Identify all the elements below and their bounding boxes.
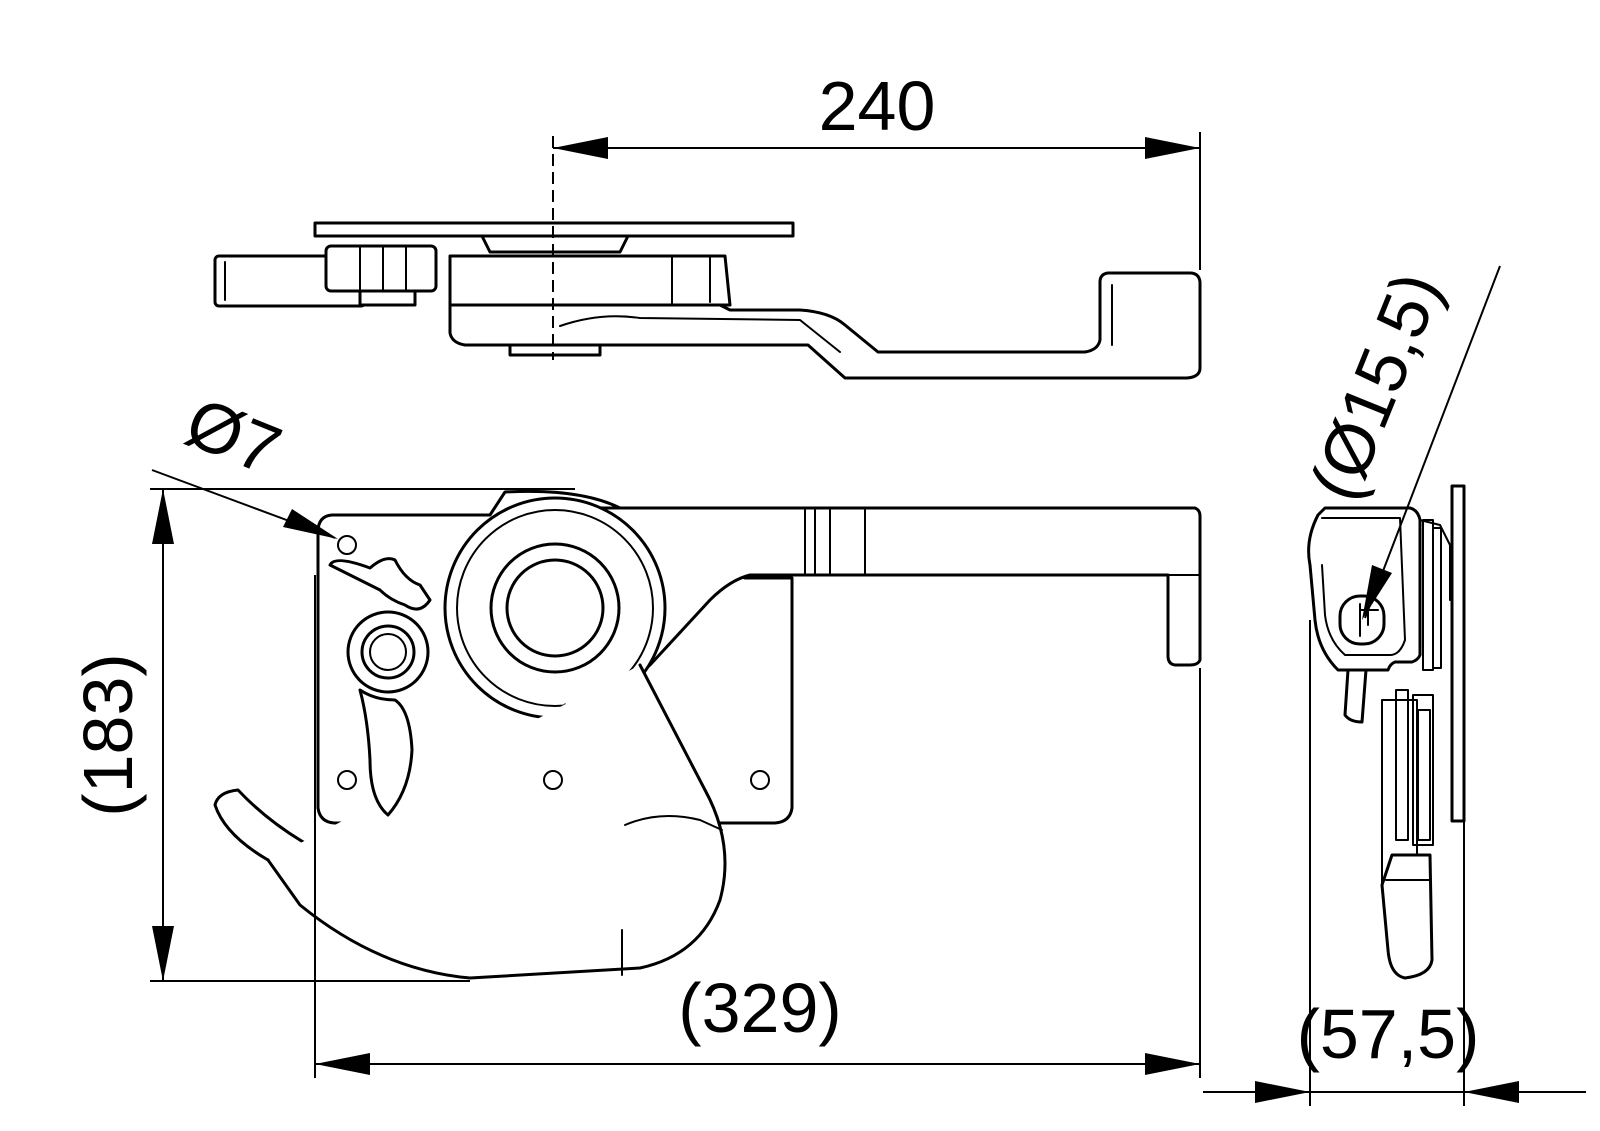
dimension-hole-large-label: (Ø15,5): [1295, 261, 1456, 510]
top-view-lever-arm: [448, 271, 1202, 380]
front-view: [213, 489, 1202, 980]
dimension-183-label: (183): [69, 653, 147, 816]
front-view-catch: [328, 557, 432, 611]
dimension-240-label: 240: [819, 67, 936, 145]
top-view-pivot-disc: [480, 234, 630, 254]
top-view-housing: [448, 254, 732, 307]
side-view-handle-tip: [1380, 853, 1434, 980]
dimension-hole-small: Ø7: [151, 383, 338, 539]
side-view-plate: [1450, 484, 1466, 823]
top-view-knob-base: [358, 289, 417, 307]
dimension-329-label: (329): [678, 969, 841, 1047]
dimension-hole-small-label: Ø7: [176, 383, 292, 490]
top-view-bottom-pin: [508, 343, 602, 357]
front-view-hole: [750, 770, 770, 790]
dimension-183: (183): [69, 488, 575, 982]
front-view-hole: [543, 770, 563, 790]
dimension-57-5: (57,5): [1203, 620, 1586, 1106]
front-view-hole-small: [337, 535, 357, 555]
top-view: [213, 136, 1202, 380]
top-view-hex-knob: [324, 244, 438, 293]
dimension-329: (329): [314, 575, 1201, 1078]
side-view-latch: [1343, 668, 1368, 724]
dimension-57-5-label: (57,5): [1297, 995, 1480, 1073]
front-view-catch-lever: [358, 688, 414, 817]
front-view-hole: [337, 770, 357, 790]
dimension-240: 240: [553, 67, 1201, 270]
front-view-center-hole: [505, 558, 605, 658]
front-view-hook-outer: [266, 663, 727, 980]
